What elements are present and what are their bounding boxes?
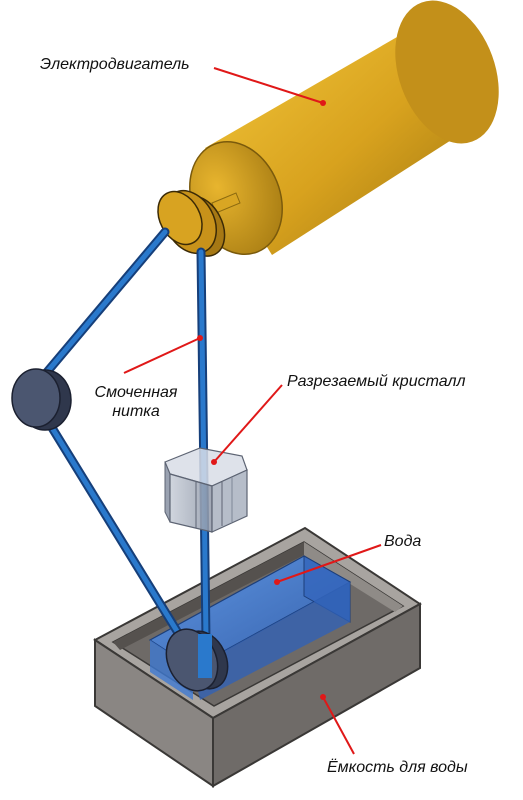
water-body	[193, 582, 350, 700]
drive-pulley	[157, 190, 226, 257]
crystal	[164, 447, 248, 533]
leader-thread	[123, 337, 201, 374]
bottom-roller	[165, 628, 229, 692]
label-crystal: Разрезаемый кристалл	[287, 373, 466, 390]
tank-inner-back-right	[304, 542, 403, 612]
leader-tank	[322, 696, 355, 755]
crystal-left	[164, 461, 171, 523]
label-motor: Электродвигатель	[40, 56, 190, 73]
motor-rear-cap	[395, 0, 499, 144]
leader-lines	[123, 67, 382, 755]
leader-motor	[213, 67, 324, 104]
left-roller	[11, 368, 72, 431]
label-water: Вода	[384, 533, 422, 550]
electric-motor	[189, 0, 499, 255]
label-wet-thread-line2: нитка	[112, 403, 160, 420]
label-wet-thread: Смоченная нитка	[86, 383, 186, 421]
crystal-right	[211, 469, 248, 533]
label-water-tank: Ёмкость для воды	[327, 759, 468, 776]
tank-front-right-wall	[212, 602, 421, 788]
leader-water	[276, 544, 382, 583]
label-wet-thread-line1: Смоченная	[94, 384, 178, 401]
leader-crystal	[213, 384, 283, 463]
wet-thread	[41, 227, 211, 645]
